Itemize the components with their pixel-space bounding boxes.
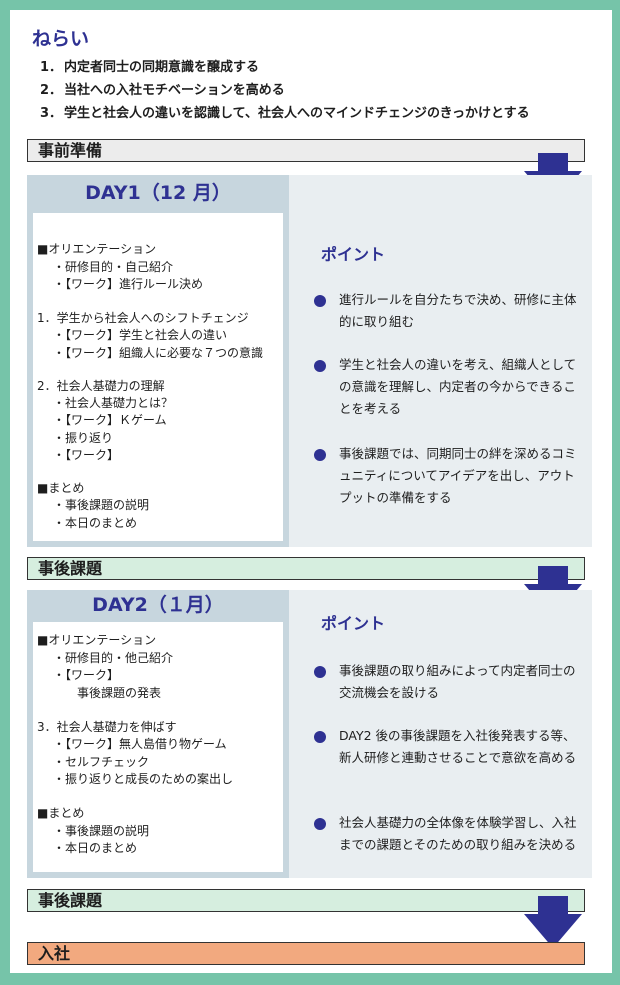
schedule-heading: ■まとめ <box>37 806 85 820</box>
schedule-item: ・事後課題の説明 <box>53 824 150 838</box>
down-arrow-icon <box>524 896 582 948</box>
aims-title: ねらい <box>32 28 90 50</box>
schedule-heading: 3．社会人基礎力を伸ばす <box>37 720 177 734</box>
day2-schedule-list: ■オリエンテーション ・研修目的・他己紹介 ・【ワーク】 事後課題の発表 3．社… <box>33 622 283 872</box>
schedule-item: ・研修目的・自己紹介 <box>53 260 174 274</box>
circle-bullet-icon <box>314 360 326 372</box>
schedule-item: ・振り返りと成長のための案出し <box>53 772 234 786</box>
schedule-heading: 2．社会人基礎力の理解 <box>37 379 165 393</box>
schedule-item: ・社会人基礎力とは？ <box>53 396 174 410</box>
day1-title: DAY1（12 月） <box>85 182 231 204</box>
schedule-item: 事後課題の発表 <box>77 686 162 700</box>
point-text: 学生と社会人の違いを考え、組織人としての意識を理解し、内定者の今からできることを… <box>339 357 577 416</box>
circle-bullet-icon <box>314 731 326 743</box>
circle-bullet-icon <box>314 666 326 678</box>
schedule-item: ・【ワーク】 <box>53 448 120 462</box>
circle-bullet-icon <box>314 818 326 830</box>
aim-number: 3． <box>40 106 63 121</box>
schedule-item: ・研修目的・他己紹介 <box>53 651 174 665</box>
aim-text: 学生と社会人の違いを認識して、社会人へのマインドチェンジのきっかけとする <box>64 106 530 121</box>
day2-points-panel: ポイント 事後課題の取り組みによって内定者同士の交流機会を設ける DAY2 後の… <box>289 590 592 878</box>
points-title: ポイント <box>321 245 386 264</box>
schedule-item: ・振り返り <box>53 431 114 445</box>
schedule-item: ・本日のまとめ <box>53 516 138 530</box>
point-text: DAY2 後の事後課題を入社後発表する等、新人研修と連動させることで意欲を高める <box>339 728 577 765</box>
aim-item-1: 1．内定者同士の同期意識を醸成する <box>40 56 259 75</box>
day1-schedule-list: ■オリエンテーション ・研修目的・自己紹介 ・【ワーク】進行ルール決め 1．学生… <box>33 213 283 541</box>
phase-join-band: 入社 <box>27 942 585 965</box>
schedule-item: ・【ワーク】無人島借り物ゲーム <box>53 737 227 751</box>
schedule-heading: ■オリエンテーション <box>37 633 157 647</box>
aim-number: 1． <box>40 60 63 75</box>
schedule-item: ・本日のまとめ <box>53 841 138 855</box>
schedule-item: ・【ワーク】学生と社会人の違い <box>53 328 228 342</box>
point-text: 事後課題では、同期同士の絆を深めるコミュニティについてアイデアを出し、アウトプッ… <box>339 446 577 505</box>
schedule-heading: ■オリエンテーション <box>37 242 157 256</box>
day1-schedule-panel: DAY1（12 月） ■オリエンテーション ・研修目的・自己紹介 ・【ワーク】進… <box>27 175 289 547</box>
aim-item-2: 2．当社への入社モチベーションを高める <box>40 79 285 98</box>
day1-points-panel: ポイント 進行ルールを自分たちで決め、研修に主体的に取り組む 学生と社会人の違い… <box>289 175 592 547</box>
aim-text: 内定者同士の同期意識を醸成する <box>64 60 260 75</box>
schedule-item: ・【ワーク】進行ルール決め <box>53 277 204 291</box>
phase-prep-band: 事前準備 <box>27 139 585 162</box>
circle-bullet-icon <box>314 449 326 461</box>
schedule-heading: 1．学生から社会人へのシフトチェンジ <box>37 311 249 325</box>
phase-task-band: 事後課題 <box>27 557 585 580</box>
phase-task-band: 事後課題 <box>27 889 585 912</box>
day2-schedule-panel: DAY2（１月） ■オリエンテーション ・研修目的・他己紹介 ・【ワーク】 事後… <box>27 590 289 878</box>
schedule-item: ・【ワーク】Ｋゲーム <box>53 413 167 427</box>
point-text: 事後課題の取り組みによって内定者同士の交流機会を設ける <box>339 663 576 700</box>
circle-bullet-icon <box>314 295 326 307</box>
page-frame: ねらい 1．内定者同士の同期意識を醸成する 2．当社への入社モチベーションを高め… <box>10 10 612 973</box>
day2-title: DAY2（１月） <box>92 594 224 616</box>
aim-number: 2． <box>40 83 63 98</box>
schedule-item: ・【ワーク】組織人に必要な７つの意識 <box>53 346 264 360</box>
aim-item-3: 3．学生と社会人の違いを認識して、社会人へのマインドチェンジのきっかけとする <box>40 102 530 121</box>
point-text: 進行ルールを自分たちで決め、研修に主体的に取り組む <box>339 292 577 329</box>
schedule-item: ・事後課題の説明 <box>53 498 150 512</box>
schedule-item: ・セルフチェック <box>53 755 150 769</box>
schedule-item: ・【ワーク】 <box>53 668 120 682</box>
points-title: ポイント <box>321 614 386 633</box>
schedule-heading: ■まとめ <box>37 481 85 495</box>
point-text: 社会人基礎力の全体像を体験学習し、入社までの課題とそのための取り組みを決める <box>339 815 577 852</box>
aim-text: 当社への入社モチベーションを高める <box>64 83 285 98</box>
